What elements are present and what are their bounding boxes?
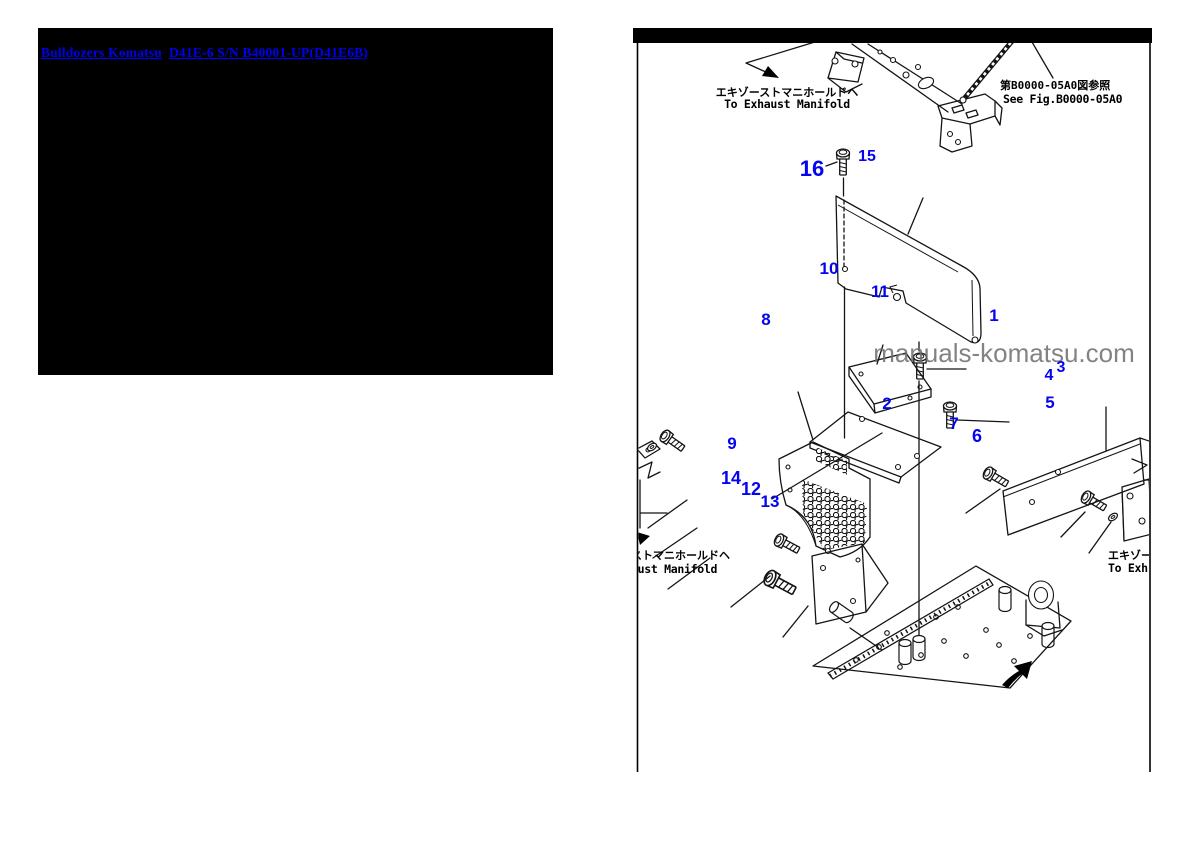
diagram-drawing bbox=[638, 43, 1149, 689]
callout-7: 7 bbox=[949, 414, 958, 433]
callout-8: 8 bbox=[761, 310, 770, 329]
callout-1: 1 bbox=[989, 306, 998, 325]
callout-12: 12 bbox=[741, 479, 761, 499]
callout-3: 3 bbox=[1057, 359, 1066, 376]
callout-14: 14 bbox=[721, 468, 741, 488]
figure-top-bar bbox=[633, 28, 1152, 43]
callout-16: 16 bbox=[800, 156, 824, 181]
label-manifold-left-jp: ストマニホールドヘ bbox=[631, 549, 730, 562]
label-see-fig-jp: 第B0000-05A0図参照 bbox=[1000, 78, 1110, 92]
callout-6: 6 bbox=[972, 426, 982, 446]
callout-5: 5 bbox=[1045, 393, 1054, 412]
label-exhaust-manifold-en: To Exhaust Manifold bbox=[724, 97, 850, 111]
parts-diagram: エキゾーストマニホールドヘ To Exhaust Manifold 第B0000… bbox=[631, 28, 1152, 772]
label-see-fig-en: See Fig.B0000-05A0 bbox=[1003, 92, 1123, 106]
model-banner: Bulldozers Komatsu D41E-6 S/N B40001-UP(D… bbox=[38, 28, 553, 375]
link-bulldozers-komatsu[interactable]: Bulldozers Komatsu bbox=[41, 45, 162, 60]
callout-11: 11 bbox=[871, 282, 889, 301]
label-manifold-right-en: To Exh bbox=[1108, 561, 1148, 575]
label-exhaust-manifold-jp: エキゾーストマニホールドヘ bbox=[716, 85, 858, 99]
callout-13: 13 bbox=[761, 492, 780, 511]
callout-10: 10 bbox=[820, 259, 839, 278]
label-manifold-right-jp: エキゾー bbox=[1108, 548, 1152, 562]
link-model-serial[interactable]: D41E-6 S/N B40001-UP(D41E6B) bbox=[168, 45, 369, 60]
watermark: manuals-komatsu.com bbox=[873, 338, 1135, 368]
callout-2: 2 bbox=[882, 394, 891, 413]
callout-15: 15 bbox=[858, 148, 876, 165]
callout-4: 4 bbox=[1045, 367, 1054, 384]
label-manifold-left-en: aust Manifold bbox=[631, 562, 717, 576]
callout-9: 9 bbox=[727, 434, 736, 453]
